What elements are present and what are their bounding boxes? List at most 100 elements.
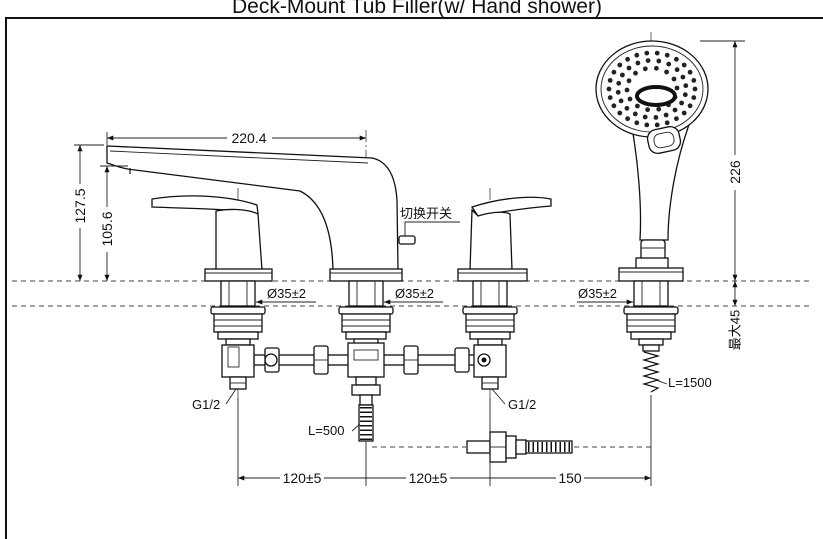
spray-mode-button-inner <box>653 131 675 149</box>
shower-hose-label: L=1500 <box>668 375 712 390</box>
hole-diameter-label-center: Ø35±2 <box>395 286 434 301</box>
outlet-height-label: 105.6 <box>99 211 115 246</box>
connector-end-cap <box>466 440 491 454</box>
right-handle-shank <box>462 280 518 346</box>
spray-nozzle-dot <box>625 116 630 122</box>
spray-nozzle-dot <box>645 58 651 63</box>
spray-nozzle-dot <box>654 50 660 56</box>
spray-nozzle-dot <box>672 107 678 113</box>
hole-diameter-label-right: Ø35±2 <box>578 286 617 301</box>
outlet-hose-label: L=500 <box>308 423 345 438</box>
outlet-hose-leader <box>351 423 361 432</box>
spray-nozzle-dot <box>618 98 624 104</box>
page-title: Deck-Mount Tub Filler(w/ Hand shower) <box>232 0 602 18</box>
hole-diameter-label-left: Ø35±2 <box>267 286 306 301</box>
spray-nozzle-dot <box>687 103 693 109</box>
spray-nozzle-dot <box>606 86 612 92</box>
inlet-label-right: G1/2 <box>508 397 536 412</box>
hose-connector <box>642 344 660 352</box>
inlet-leader-right <box>491 388 506 405</box>
inlet-leader-left <box>225 388 237 405</box>
left-handle-shank <box>210 280 266 346</box>
right-handle <box>457 196 552 282</box>
left-handle <box>151 195 273 282</box>
spray-nozzle-dot <box>642 114 648 120</box>
spray-nozzle-dot <box>635 60 641 66</box>
spacing-label-right: 150 <box>558 470 582 486</box>
spray-nozzle-dot <box>624 87 630 93</box>
center-outlet-hose <box>358 404 374 442</box>
diverter-knob <box>398 235 416 245</box>
inlet-label-left: G1/2 <box>192 397 220 412</box>
spray-nozzle-dot <box>617 62 623 68</box>
connector-thread <box>515 439 527 455</box>
hand-shower-handle <box>630 121 691 241</box>
hand-shower-shank <box>623 280 679 346</box>
spray-nozzle-dot <box>611 103 617 109</box>
shower-height-label: 226 <box>727 160 743 184</box>
spray-nozzle-dot <box>633 70 638 76</box>
hand-shower-center-ring <box>635 85 677 107</box>
spray-nozzle-dot <box>634 120 640 126</box>
spray-nozzle-dot <box>616 80 622 86</box>
spray-nozzle-dot <box>624 105 630 111</box>
spray-nozzle-dot <box>679 100 684 106</box>
spray-nozzle-dot <box>656 106 662 112</box>
spray-nozzle-dot <box>625 56 630 62</box>
diverter-leader <box>404 221 460 236</box>
spray-nozzle-dot <box>634 52 640 58</box>
spray-nozzle-dot <box>687 69 693 75</box>
left-handle-body <box>215 208 263 271</box>
spray-nozzle-dot <box>632 111 638 117</box>
spray-nozzle-dot <box>626 78 632 84</box>
spray-nozzle-dot <box>683 83 689 89</box>
diverter-label: 切换开关 <box>400 206 452 221</box>
spray-nozzle-dot <box>663 112 669 118</box>
spray-nozzle-dot <box>664 69 669 75</box>
spacing-label-left: 120±5 <box>283 470 322 486</box>
spout-shank <box>338 280 394 346</box>
spray-nozzle-dot <box>620 72 625 78</box>
pipe-fitting <box>454 347 470 373</box>
spout-body <box>106 145 399 271</box>
spray-nozzle-dot <box>666 61 672 67</box>
spray-nozzle-dot <box>692 86 698 92</box>
hand-shower-neck <box>640 239 666 261</box>
center-outlet-nut <box>351 384 381 396</box>
spray-nozzle-dot <box>674 56 679 62</box>
left-handle-base <box>204 268 273 282</box>
left-valve-port <box>264 353 278 367</box>
spray-nozzle-dot <box>653 115 659 120</box>
hand-shower-base <box>618 267 684 282</box>
spray-nozzle-dot <box>691 95 697 100</box>
spout <box>106 145 403 282</box>
right-handle-base <box>457 268 528 282</box>
spout-height-label: 127.5 <box>72 188 88 223</box>
spray-nozzle-dot <box>654 122 660 128</box>
spray-nozzle-dot <box>664 120 670 126</box>
left-valve-marking <box>227 346 240 368</box>
spray-nozzle-dot <box>654 65 659 71</box>
spray-nozzle-dot <box>611 69 617 75</box>
spray-nozzle-dot <box>642 66 648 72</box>
spray-nozzle-dot <box>645 107 650 113</box>
center-valve-marking <box>353 349 379 361</box>
spray-nozzle-dot <box>656 58 662 64</box>
spray-nozzle-dot <box>607 95 613 100</box>
spray-nozzle-dot <box>626 65 632 71</box>
spray-nozzle-dot <box>644 50 650 56</box>
spout-top-edge <box>109 150 369 164</box>
deck-thickness-label: 最大45 <box>728 310 743 350</box>
spout-reach-label: 220.4 <box>231 130 266 146</box>
center-outlet-tube <box>359 394 373 406</box>
spray-nozzle-dot <box>681 62 687 68</box>
spray-nozzle-dot <box>682 92 688 98</box>
spout-base <box>329 268 403 282</box>
spray-nozzle-dot <box>644 122 650 128</box>
hand-shower <box>595 40 709 282</box>
spray-nozzle-dot <box>691 78 697 83</box>
shower-hose <box>641 351 661 393</box>
spray-nozzle-dot <box>664 52 670 58</box>
spray-mode-button <box>646 125 682 155</box>
